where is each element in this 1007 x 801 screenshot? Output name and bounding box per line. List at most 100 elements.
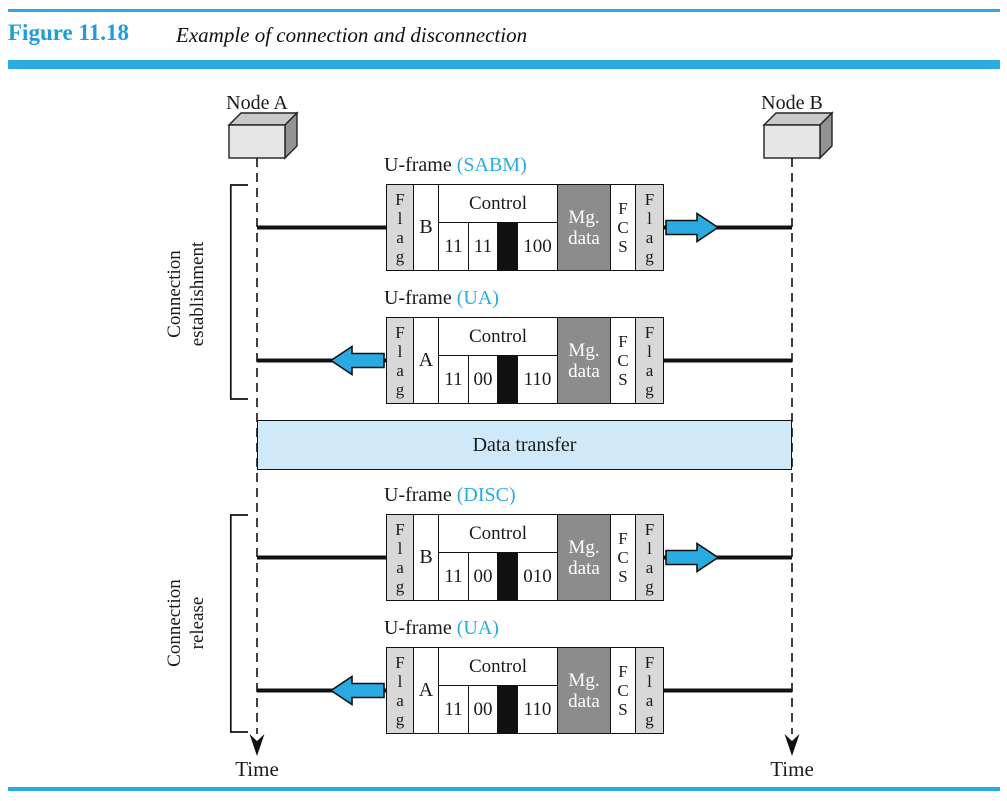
- fcs-field: FCS: [610, 185, 635, 270]
- control-bits-2: 00: [473, 698, 493, 720]
- flag-field: Flag: [635, 515, 663, 600]
- flag-field: Flag: [387, 515, 413, 600]
- mg-label-line2: data: [568, 557, 600, 579]
- control-bits-2: 00: [473, 565, 493, 587]
- flag-field: Flag: [635, 648, 663, 733]
- control-bits: 11 11 100: [439, 223, 557, 270]
- arrow-right-sabm-icon: [665, 212, 720, 243]
- frame-title-ua1: U-frame(UA): [384, 287, 499, 310]
- fcs-field: FCS: [610, 515, 635, 600]
- time-label-left: Time: [235, 757, 279, 781]
- flag-label: Flag: [390, 189, 410, 266]
- arrow-left-ua1-icon: [329, 345, 385, 376]
- fcs-label: FCS: [613, 332, 633, 389]
- frame-type: (UA): [456, 287, 499, 309]
- fcs-label: FCS: [613, 529, 633, 586]
- control-bits: 11 00 110: [439, 356, 557, 403]
- management-data-field: Mg. data: [557, 185, 610, 270]
- mg-label-line1: Mg.: [568, 206, 600, 228]
- flag-field: Flag: [387, 185, 413, 270]
- control-bits-3: 110: [523, 368, 552, 390]
- u-frame-sabm: Flag B Control 11 11 100 Mg. data FCS Fl…: [386, 184, 664, 271]
- control-bits-2: 00: [473, 368, 493, 390]
- poll-final-bit-block: [497, 686, 518, 733]
- flag-label: Flag: [640, 519, 659, 596]
- flag-label: Flag: [640, 652, 659, 729]
- direction-arrows: [329, 212, 720, 706]
- address-field: B: [413, 185, 438, 270]
- control-bits-1: 11: [439, 223, 469, 270]
- control-bits-1: 11: [439, 686, 469, 733]
- top-rule: [8, 9, 1000, 12]
- u-frame-disc: Flag B Control 11 00 010 Mg. data FCS Fl…: [386, 514, 664, 601]
- poll-final-bit-block: [497, 356, 518, 403]
- management-data-field: Mg. data: [557, 648, 610, 733]
- frame-name: U-frame: [384, 484, 452, 506]
- fcs-field: FCS: [610, 648, 635, 733]
- control-bits-1: 11: [439, 553, 469, 600]
- flag-field: Flag: [387, 648, 413, 733]
- fcs-label: FCS: [613, 662, 633, 719]
- frame-name: U-frame: [384, 154, 452, 176]
- address-field: B: [413, 515, 438, 600]
- control-label: Control: [439, 185, 557, 223]
- arrow-left-ua2-icon: [329, 675, 385, 706]
- poll-final-bit-block: [497, 553, 518, 600]
- control-field: Control 11 11 100: [438, 185, 557, 270]
- u-frame-ua1: Flag A Control 11 00 110 Mg. data FCS Fl…: [386, 317, 664, 404]
- release-bracket: [229, 514, 248, 733]
- frame-type: (DISC): [456, 484, 516, 506]
- address-field: A: [413, 648, 438, 733]
- flag-field: Flag: [387, 318, 413, 403]
- poll-final-bit-block: [497, 223, 518, 270]
- fcs-label: FCS: [613, 199, 633, 256]
- frame-title-disc: U-frame(DISC): [384, 484, 516, 507]
- node-b-icon: [762, 111, 834, 160]
- control-bits-3: 100: [523, 235, 552, 257]
- frame-title-ua2: U-frame(UA): [384, 617, 499, 640]
- control-field: Control 11 00 110: [438, 318, 557, 403]
- control-bits: 11 00 010: [439, 553, 557, 600]
- control-bits-1: 11: [439, 356, 469, 403]
- control-bits-3: 110: [523, 698, 552, 720]
- node-a-icon: [227, 111, 299, 160]
- flag-label: Flag: [390, 519, 410, 596]
- bottom-rule: [8, 787, 1000, 791]
- flag-label: Flag: [640, 189, 659, 266]
- flag-field: Flag: [635, 185, 663, 270]
- control-bits-2: 11: [473, 235, 493, 257]
- mg-label-line1: Mg.: [568, 339, 600, 361]
- time-label-right: Time: [770, 757, 814, 781]
- frame-type: (SABM): [456, 154, 527, 176]
- time-arrowhead-left-icon: [249, 734, 265, 756]
- flag-label: Flag: [640, 322, 659, 399]
- figure-number: Figure 11.18: [8, 20, 129, 45]
- flag-label: Flag: [390, 652, 410, 729]
- control-field: Control 11 00 010: [438, 515, 557, 600]
- time-arrowhead-right-icon: [784, 734, 800, 756]
- data-transfer-band: Data transfer: [257, 420, 792, 470]
- fcs-field: FCS: [610, 318, 635, 403]
- node-a-label: Node A: [226, 92, 288, 114]
- arrow-right-disc-icon: [665, 542, 720, 573]
- frame-type: (UA): [456, 617, 499, 639]
- control-bits-3: 010: [523, 565, 552, 587]
- flag-field: Flag: [635, 318, 663, 403]
- mg-label-line2: data: [568, 690, 600, 712]
- control-field: Control 11 00 110: [438, 648, 557, 733]
- u-frame-ua2: Flag A Control 11 00 110 Mg. data FCS Fl…: [386, 647, 664, 734]
- mg-label-line2: data: [568, 360, 600, 382]
- flag-label: Flag: [390, 322, 410, 399]
- frame-name: U-frame: [384, 287, 452, 309]
- mg-label-line2: data: [568, 227, 600, 249]
- control-label: Control: [439, 648, 557, 686]
- establishment-bracket: [229, 184, 248, 400]
- figure-caption: Example of connection and disconnection: [176, 23, 528, 47]
- control-label: Control: [439, 318, 557, 356]
- node-b-label: Node B: [761, 92, 823, 114]
- control-bits: 11 00 110: [439, 686, 557, 733]
- header-bar: [8, 60, 1000, 69]
- management-data-field: Mg. data: [557, 515, 610, 600]
- management-data-field: Mg. data: [557, 318, 610, 403]
